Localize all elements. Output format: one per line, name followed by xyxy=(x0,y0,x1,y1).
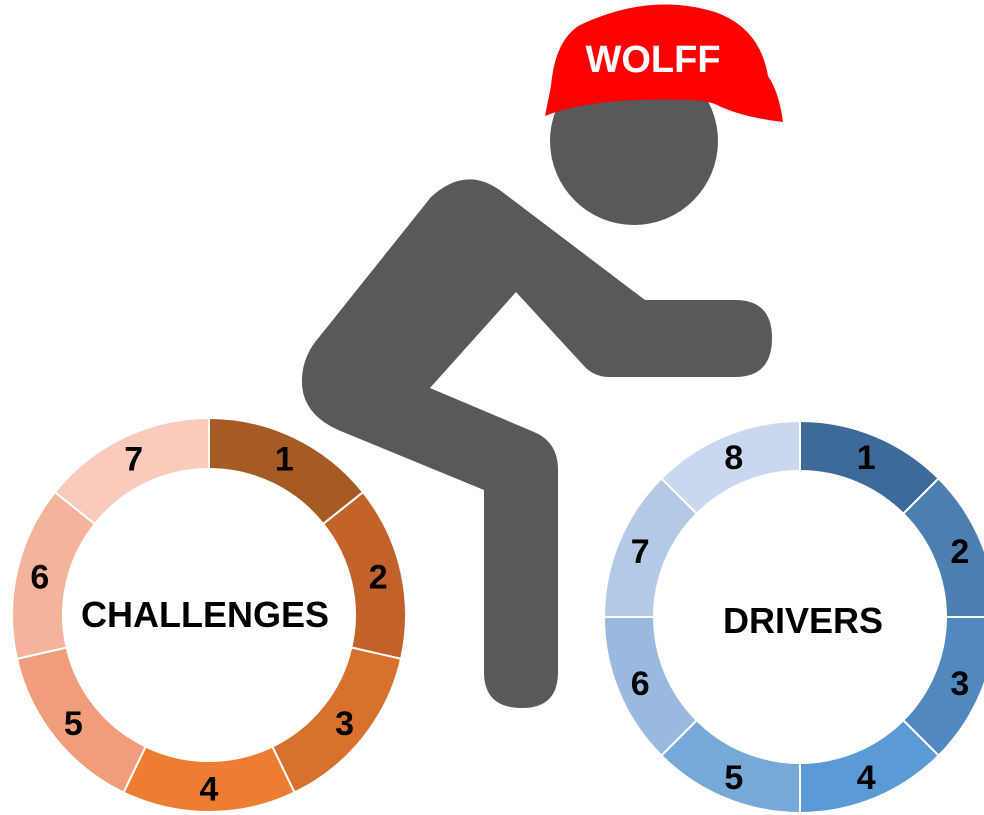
drivers-segment-label-2: 2 xyxy=(950,533,969,571)
helmet-shape xyxy=(545,4,783,122)
drivers-segment-2 xyxy=(901,476,984,618)
drivers-segment-label-4: 4 xyxy=(857,759,876,797)
drivers-segment-8 xyxy=(659,419,801,516)
drivers-segment-label-3: 3 xyxy=(950,665,969,703)
challenges-segment-7 xyxy=(53,416,210,526)
challenges-segment-2 xyxy=(321,490,407,661)
challenges-segment-label-5: 5 xyxy=(64,705,83,743)
helmet: WOLFF xyxy=(545,4,783,122)
drivers-center-label: DRIVERS xyxy=(723,600,883,641)
rider-torso-arm xyxy=(301,179,772,708)
challenges-segment-label-4: 4 xyxy=(200,771,219,809)
challenges-ring: 1 2 3 4 5 6 7 xyxy=(11,416,407,813)
drivers-segment-label-1: 1 xyxy=(857,439,876,477)
challenges-segment-label-1: 1 xyxy=(275,441,294,479)
challenges-segment-label-6: 6 xyxy=(30,558,49,596)
drivers-segment-label-7: 7 xyxy=(631,533,650,571)
drivers-segment-6 xyxy=(602,616,699,758)
drivers-segment-label-8: 8 xyxy=(724,439,743,477)
challenges-segment-label-3: 3 xyxy=(335,705,354,743)
challenges-center-label: CHALLENGES xyxy=(81,594,329,635)
challenges-segment-label-7: 7 xyxy=(124,441,143,479)
drivers-ring: 1 2 3 4 5 6 7 8 xyxy=(602,419,984,815)
challenges-segment-label-2: 2 xyxy=(369,558,388,596)
drivers-segment-label-6: 6 xyxy=(631,665,650,703)
drivers-segment-label-5: 5 xyxy=(724,759,743,797)
helmet-label: WOLFF xyxy=(585,39,720,81)
